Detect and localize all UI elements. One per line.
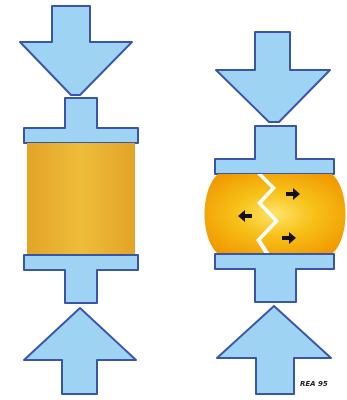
internal-force-arrow <box>238 210 252 222</box>
bottom-platen-right <box>214 253 335 303</box>
artist-signature: REA 95 <box>300 380 328 388</box>
bottom-compression-arrow-right <box>216 305 332 395</box>
top-platen-right <box>214 125 335 175</box>
right-panel-fractured <box>204 31 346 395</box>
left-panel-intact <box>19 5 139 395</box>
bottom-platen-left <box>23 254 139 304</box>
specimen-barrel <box>204 174 346 254</box>
fracture-crack <box>256 174 279 254</box>
top-compression-arrow-right <box>215 31 331 123</box>
top-platen-left <box>23 97 139 144</box>
internal-force-arrow <box>286 188 300 200</box>
bottom-compression-arrow-left <box>23 307 137 395</box>
top-compression-arrow-left <box>19 5 133 96</box>
internal-force-arrow <box>282 232 296 244</box>
specimen-intact <box>27 143 135 255</box>
